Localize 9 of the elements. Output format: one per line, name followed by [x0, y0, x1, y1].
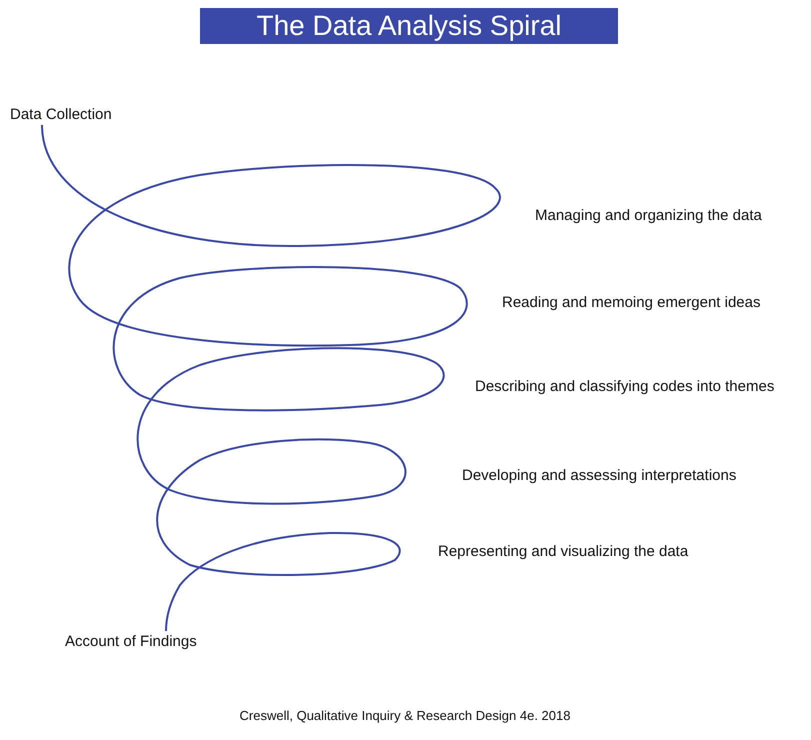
stage-label: Reading and memoing emergent ideas — [502, 294, 760, 311]
endpoint-label: Data Collection — [10, 106, 112, 123]
stage-label: Developing and assessing interpretations — [462, 467, 736, 484]
source-caption: Creswell, Qualitative Inquiry & Research Design 4e. 2018 — [238, 708, 572, 723]
title-banner: The Data Analysis Spiral — [200, 8, 618, 44]
endpoint-label: Account of Findings — [65, 633, 197, 650]
stage-label: Describing and classifying codes into themes — [475, 378, 774, 395]
stage-label: Managing and organizing the data — [535, 207, 762, 224]
stage-label: Representing and visualizing the data — [438, 543, 688, 560]
